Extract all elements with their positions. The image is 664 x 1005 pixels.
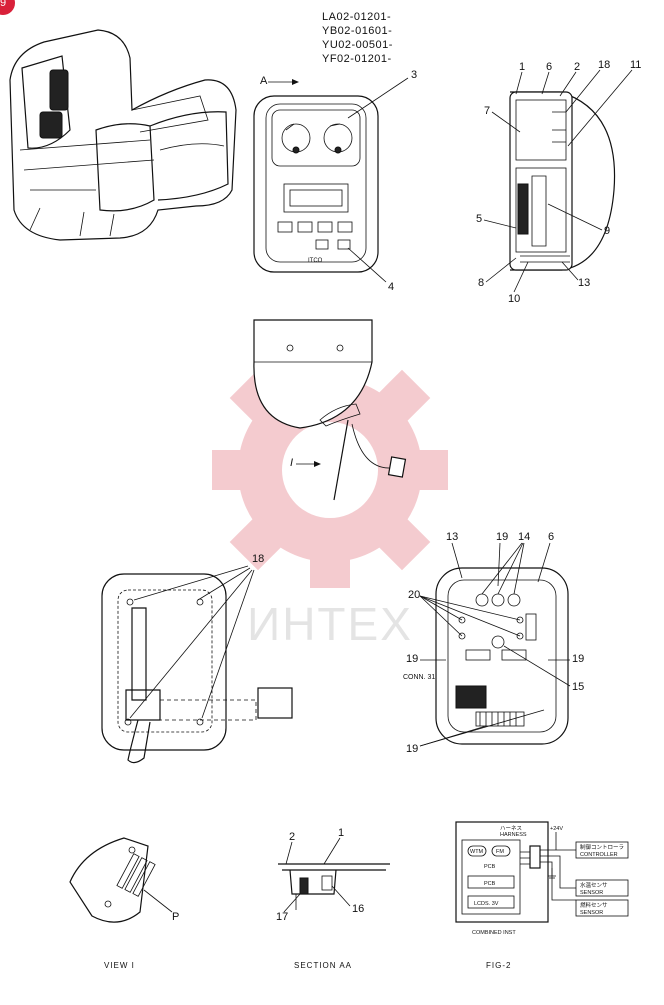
callout-1-section: 1 [338,827,344,839]
serial-number-4: YF02-01201- [322,53,392,65]
callout-2-section: 2 [289,831,295,843]
svg-text:A: A [260,75,268,87]
svg-text:SENSOR: SENSOR [580,890,603,896]
callout-20: 20 [408,589,420,601]
board-pcb-2: PCB [484,881,496,887]
monitor-rear-pcb-view: CONN. 31 13 19 14 6 20 19 19 15 19 [403,531,584,755]
watermark-gear-hole [282,422,378,518]
serial-number-1: LA02-01201- [322,11,391,23]
caption-section-aa: SECTION AA [294,961,352,970]
section-aa-drawing: 2 1 17 16 SECTION AA [276,827,390,970]
callout-19-top: 19 [496,531,508,543]
callout-3: 3 [411,69,417,81]
callout-14: 14 [518,531,530,543]
svg-text:FM: FM [496,849,504,855]
board-lcd: LCDS. 3V [474,901,499,907]
board-pcb-1: PCB [484,864,496,870]
caption-view-i: VIEW I [104,961,135,970]
svg-text:水温センサ: 水温センサ [580,881,608,889]
conn-label: CONN. 31 [403,674,435,681]
combined-inst-box [455,821,549,923]
monitor-brand-label: ITCO [308,258,323,264]
cab-seat [49,69,69,111]
callout-2: 2 [574,61,580,73]
svg-text:SENSOR: SENSOR [580,910,603,916]
callout-4: 4 [388,281,394,293]
monitor-rear-harness-view: 18 [101,553,293,764]
callout-19-bottom: 19 [406,743,418,755]
callout-17: 17 [276,911,288,923]
callout-18: 18 [598,59,610,71]
serial-number-block: LA02-01201- YB02-01601- YU02-00501- YF02… [322,11,393,65]
callout-15: 15 [572,681,584,693]
callout-6: 6 [546,61,552,73]
monitor-front-view: A A ITCO 3 4 [253,69,417,293]
board-wtm [467,845,487,857]
harness-label-jp: ハーネス [500,825,522,832]
monitor-dome-view: I [253,319,407,501]
caption-fig2: FIG-2 [486,961,511,970]
fig2-wiring-diagram: WTM FM PCB PCB LCDS. 3V COMBINED INST ハー… [455,821,629,970]
callout-19-right: 19 [572,653,584,665]
callout-6-pcb: 6 [548,531,554,543]
callout-1: 1 [519,61,525,73]
callout-13: 13 [578,277,590,289]
combined-inst-label: COMBINED INST [472,930,516,936]
monitor-buttons [277,221,353,250]
svg-text:WTM: WTM [470,849,484,855]
svg-text:燃料センサ: 燃料センサ [580,901,608,909]
harness-label-en: HARNESS [500,832,527,838]
cab-overview-drawing [9,29,237,241]
callout-16: 16 [352,903,364,915]
power-label: +24V [550,826,563,832]
svg-text:制御コントローラ: 制御コントローラ [580,843,624,851]
section-arrow-i: I [290,457,321,469]
callout-p: P [172,911,179,923]
board-fm [491,845,511,857]
callout-5: 5 [476,213,482,225]
lcd-display [283,183,349,213]
serial-number-2: YB02-01601- [322,25,392,37]
callout-11: 11 [630,59,641,71]
sensor-1-box [575,879,629,897]
callout-13-pcb: 13 [446,531,458,543]
connector-31 [455,685,487,709]
callout-18-rear: 18 [252,553,264,565]
callout-9: 9 [604,225,610,237]
callout-8: 8 [478,277,484,289]
view-i-drawing: P VIEW I [69,837,179,970]
svg-text:CONTROLLER: CONTROLLER [580,852,618,858]
serial-number-3: YU02-00501- [322,39,393,51]
watermark-text: ИНТЕХ [247,598,413,650]
monitor-side-section: 1 6 2 18 11 7 5 9 8 10 13 [476,59,641,305]
callout-19-left: 19 [406,653,418,665]
section-arrow-a-top: A [260,75,299,87]
callout-7: 7 [484,105,490,117]
corner-badge: 9 [0,0,15,15]
controller-box [575,841,629,859]
sensor-2-box [575,899,629,917]
callout-10: 10 [508,293,520,305]
svg-text:I: I [290,457,293,469]
